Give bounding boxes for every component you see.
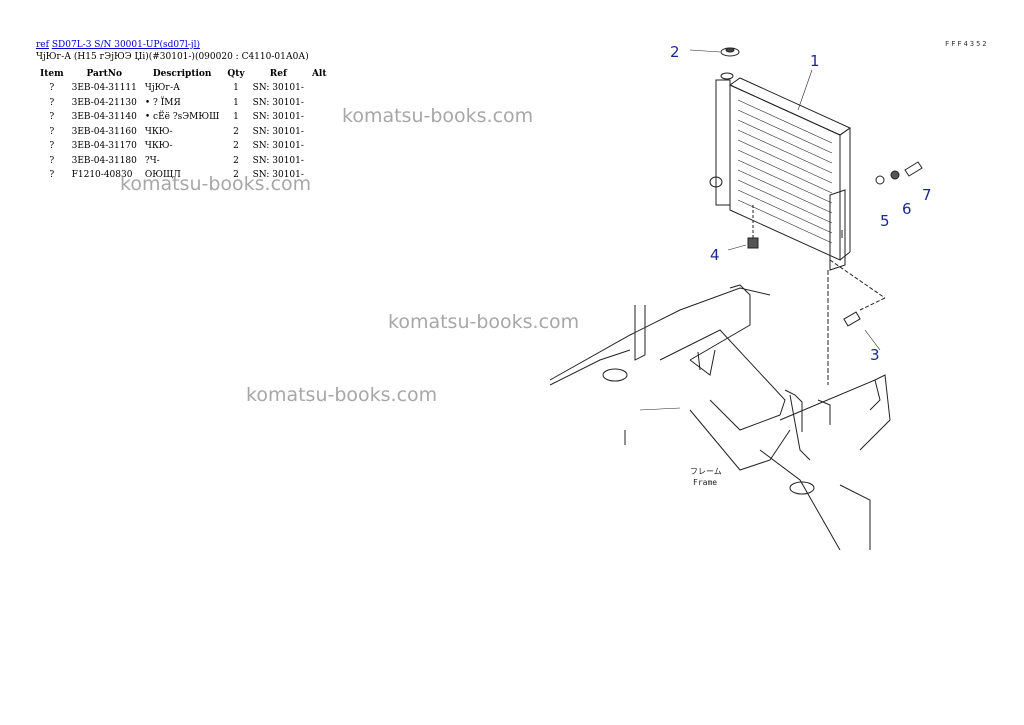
cell-item: ? bbox=[49, 170, 55, 181]
bolt-washer-set bbox=[875, 161, 923, 185]
cell-qty: 1 bbox=[233, 112, 239, 123]
figure-code: FFF4352 bbox=[945, 40, 989, 48]
cell-description: ЧјЮг-А bbox=[144, 83, 180, 94]
table-row: ? 3EB-04-31160 ЧКЮ- 2 SN: 30101- bbox=[36, 125, 331, 140]
cell-description: • ? ЇМЯ bbox=[144, 97, 181, 108]
exploded-parts-diagram: 1 2 3 4 5 6 7 フレーム Frame bbox=[549, 43, 932, 551]
cell-description: • сЁё ?sЭМЮШ bbox=[144, 112, 220, 123]
watermark: komatsu-books.com bbox=[246, 384, 438, 406]
col-header-description: Description bbox=[152, 68, 212, 79]
col-header-partno: PartNo bbox=[86, 68, 123, 79]
table-row: ? 3EB-04-31180 ?Ч- 2 SN: 30101- bbox=[36, 154, 331, 169]
cell-ref: SN: 30101- bbox=[252, 170, 304, 181]
radiator-assembly bbox=[709, 72, 852, 271]
cell-partno: 3EB-04-31160 bbox=[71, 126, 137, 137]
watermark: komatsu-books.com bbox=[120, 173, 312, 195]
cell-ref: SN: 30101- bbox=[252, 126, 304, 137]
cell-qty: 1 bbox=[233, 83, 239, 94]
cell-partno: 3EB-04-31170 bbox=[71, 141, 137, 152]
table-row: ? 3EB-04-31140 • сЁё ?sЭМЮШ 1 SN: 30101- bbox=[36, 110, 331, 125]
table-row: ? F1210-40830 ОЮЩЛ 2 SN: 30101- bbox=[36, 168, 331, 183]
cell-alt bbox=[308, 154, 331, 169]
radiator-cap bbox=[720, 47, 740, 57]
col-header-qty: Qty bbox=[227, 68, 245, 79]
cell-ref: SN: 30101- bbox=[252, 155, 304, 166]
cell-ref: SN: 30101- bbox=[252, 141, 304, 152]
frame-label: Frame bbox=[693, 478, 717, 487]
cell-item: ? bbox=[49, 97, 55, 108]
frame-label-jp: フレーム bbox=[690, 467, 722, 476]
callout-2: 2 bbox=[670, 43, 680, 61]
watermark: komatsu-books.com bbox=[388, 311, 580, 333]
cell-partno: 3EB-04-31140 bbox=[71, 112, 137, 123]
callout-1: 1 bbox=[810, 52, 820, 70]
table-row: ? 3EB-04-31111 ЧјЮг-А 1 SN: 30101- bbox=[36, 81, 331, 96]
table-row: ? 3EB-04-31170 ЧКЮ- 2 SN: 30101- bbox=[36, 139, 331, 154]
callout-3: 3 bbox=[870, 346, 880, 364]
callout-6: 6 bbox=[902, 200, 912, 218]
cell-partno: 3EB-04-31111 bbox=[71, 83, 137, 94]
page-subtitle: ЧјЮг-А (Н15 гЭјЮЭ Џі)(#30101-)(090020 : … bbox=[36, 52, 309, 62]
table-header-row: Item PartNo Description Qty Ref Alt bbox=[36, 66, 331, 81]
watermark: komatsu-books.com bbox=[342, 105, 534, 127]
callout-5: 5 bbox=[880, 212, 890, 230]
cell-alt bbox=[308, 81, 331, 96]
model-link[interactable]: SD07L-3 S/N 30001-UP(sd07l-jl) bbox=[51, 40, 200, 50]
cell-qty: 2 bbox=[233, 126, 239, 137]
parts-table: Item PartNo Description Qty Ref Alt ? 3EB… bbox=[36, 66, 331, 183]
cell-qty: 2 bbox=[233, 141, 239, 152]
cell-partno: F1210-40830 bbox=[71, 170, 133, 181]
cell-partno: 3EB-04-31180 bbox=[71, 155, 137, 166]
col-header-alt: Alt bbox=[311, 68, 327, 79]
ref-link[interactable]: ref bbox=[36, 40, 49, 50]
cell-item: ? bbox=[49, 126, 55, 137]
cell-ref: SN: 30101- bbox=[252, 97, 304, 108]
header-links: ref SD07L-3 S/N 30001-UP(sd07l-jl) bbox=[36, 40, 200, 50]
cell-ref: SN: 30101- bbox=[252, 112, 304, 123]
cell-alt bbox=[308, 125, 331, 140]
callout-4: 4 bbox=[710, 246, 720, 264]
cell-description: ЧКЮ- bbox=[144, 141, 173, 152]
cell-item: ? bbox=[49, 112, 55, 123]
col-header-item: Item bbox=[40, 68, 64, 79]
cell-description: ОЮЩЛ bbox=[144, 170, 181, 181]
cell-description: ЧКЮ- bbox=[144, 126, 173, 137]
callout-7: 7 bbox=[922, 186, 932, 204]
machine-frame bbox=[549, 284, 891, 551]
cell-ref: SN: 30101- bbox=[252, 83, 304, 94]
cell-partno: 3EB-04-21130 bbox=[71, 97, 137, 108]
table-row: ? 3EB-04-21130 • ? ЇМЯ 1 SN: 30101- bbox=[36, 96, 331, 111]
cell-description: ?Ч- bbox=[144, 155, 160, 166]
cell-qty: 2 bbox=[233, 155, 239, 166]
cell-item: ? bbox=[49, 155, 55, 166]
cell-alt bbox=[308, 110, 331, 125]
col-header-ref: Ref bbox=[269, 68, 287, 79]
hose-fitting bbox=[843, 311, 861, 327]
cell-qty: 1 bbox=[233, 97, 239, 108]
cell-qty: 2 bbox=[233, 170, 239, 181]
cell-alt bbox=[308, 96, 331, 111]
cell-alt bbox=[308, 139, 331, 154]
cell-item: ? bbox=[49, 83, 55, 94]
drain-plug bbox=[747, 205, 759, 249]
cell-item: ? bbox=[49, 141, 55, 152]
cell-alt bbox=[308, 168, 331, 183]
